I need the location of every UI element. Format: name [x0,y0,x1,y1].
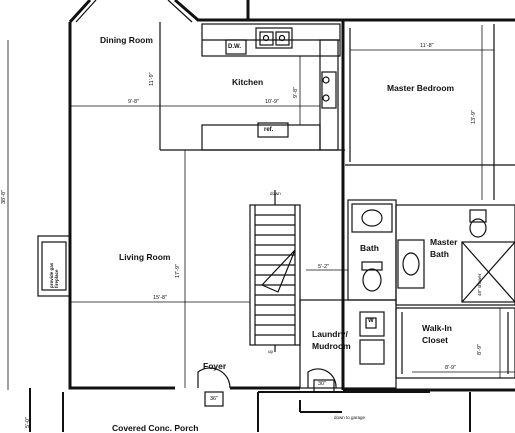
master-bedroom-walls [345,24,515,200]
dim-bath-width: 5'-2" [318,264,329,270]
to-garage-label: down to garage [334,415,366,420]
dishwasher-label: D.W. [228,44,241,50]
dim-living-width: 15'-8" [153,295,168,301]
foyer-door [197,367,231,407]
washer-label: W [368,318,374,324]
master-bath-walls [395,204,515,306]
room-label-walkin: Walk-In Closet [422,323,452,345]
fireplace [37,235,71,297]
dim-kitchen-width: 10'-9" [265,99,280,105]
porch-walls [29,388,471,432]
dim-master-width: 11'-8" [420,43,434,49]
room-label-dining: Dining Room [100,35,153,45]
bay-window [75,0,193,23]
laundry-door-width: 30" [318,381,327,387]
exterior-walls [68,0,515,392]
dim-master-depth: 13'-9" [471,109,477,124]
dim-overall-depth: 38'-8" [1,189,7,204]
dim-dining-width: 9'-8" [128,99,139,105]
room-label-foyer: Foyer [203,361,227,371]
dim-dining-depth: 11'-9" [149,72,155,86]
dim-closet-width: 8'-9" [445,365,456,371]
room-label-master-bedroom: Master Bedroom [387,83,455,93]
dim-living-depth: 17'-9" [175,263,181,278]
staircase [249,190,301,352]
foyer-door-width: 36" [210,396,219,402]
stairs-down-label: down [270,191,281,196]
room-label-laundry: Laundry/ Mudroom [312,329,351,351]
room-label-kitchen: Kitchen [232,77,264,87]
shower-label: 48" shower [477,273,482,296]
room-label-bath: Bath [360,243,379,253]
dimension-lines [7,25,515,390]
fireplace-label: provide gas fireplace [49,262,59,288]
dim-closet-depth: 8'-9" [477,344,483,355]
stairs-up-label: up [268,349,274,354]
dim-kitchen-depth: 9'-8" [293,87,299,98]
refrigerator-label: ref. [264,127,274,133]
dim-porch-depth: 5'-0" [25,417,31,428]
room-label-porch: Covered Conc. Porch [112,423,199,433]
kitchen-walls [159,22,345,151]
room-label-master-bath: Master Bath [430,237,458,259]
room-label-living: Living Room [119,252,171,262]
